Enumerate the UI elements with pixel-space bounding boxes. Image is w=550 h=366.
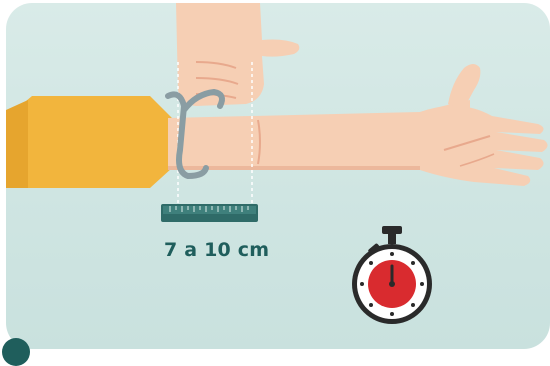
- hand-icon: [420, 106, 548, 186]
- ruler-icon: [161, 204, 258, 222]
- stopwatch-icon: [352, 226, 432, 324]
- illustration-panel: 7 a 10 cm: [6, 3, 550, 349]
- tourniquet-scene: [6, 3, 550, 349]
- upper-arm-sleeve-icon: [6, 96, 172, 188]
- measurement-label: 7 a 10 cm: [164, 239, 269, 261]
- corner-badge: [2, 338, 30, 366]
- examiner-hand-icon: [176, 3, 299, 106]
- illustration-frame: 7 a 10 cm: [0, 0, 550, 349]
